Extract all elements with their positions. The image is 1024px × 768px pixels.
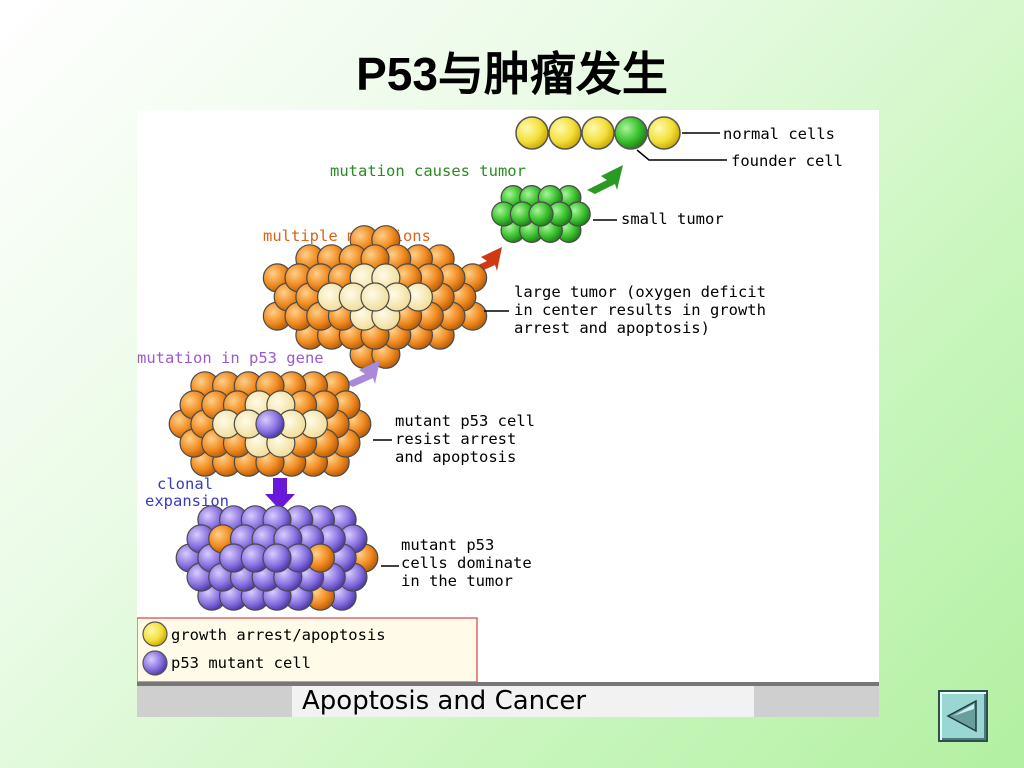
apoptosis-cancer-figure: normal cells founder cell mutation cause… bbox=[137, 110, 879, 717]
founder-cell bbox=[614, 116, 648, 150]
normal-cell bbox=[548, 116, 582, 150]
mutant-p53-cell bbox=[255, 409, 285, 439]
label-mutant-dominate-3: in the tumor bbox=[401, 572, 513, 590]
label-mutant-dominate-1: mutant p53 bbox=[401, 536, 494, 554]
label-mutant-dominate-2: cells dominate bbox=[401, 554, 532, 572]
large-tumor bbox=[262, 225, 488, 369]
label-mutation-causes-tumor: mutation causes tumor bbox=[330, 162, 526, 180]
figure-svg: normal cells founder cell mutation cause… bbox=[137, 116, 879, 717]
apoptotic-cell bbox=[360, 282, 390, 312]
label-mutant-resist-1: mutant p53 cell bbox=[395, 412, 535, 430]
small-tumor bbox=[491, 185, 591, 243]
label-normal-cells: normal cells bbox=[723, 125, 835, 143]
slide-title: P53与肿瘤发生 bbox=[356, 48, 668, 100]
label-large-tumor-2: in center results in growth bbox=[514, 301, 766, 319]
arrow-green-icon bbox=[587, 165, 623, 194]
tumor-cell bbox=[528, 201, 554, 227]
mutant-p53-tumor bbox=[168, 371, 372, 477]
label-mutant-resist-3: and apoptosis bbox=[395, 448, 516, 466]
arrow-lavender-icon bbox=[345, 360, 380, 387]
normal-cell bbox=[581, 116, 615, 150]
dominated-tumor bbox=[175, 505, 379, 611]
figure-caption: Apoptosis and Cancer bbox=[302, 686, 586, 716]
label-founder-cell: founder cell bbox=[731, 152, 843, 170]
label-clonal-1: clonal bbox=[157, 475, 213, 493]
label-multiple-mutations: multiple mutations bbox=[263, 227, 431, 245]
legend-p53-mutant: p53 mutant cell bbox=[171, 654, 311, 672]
legend-growth-arrest: growth arrest/apoptosis bbox=[171, 626, 386, 644]
mutant-p53-cell bbox=[262, 543, 292, 573]
arrow-purple-icon bbox=[265, 478, 295, 510]
label-large-tumor-3: arrest and apoptosis) bbox=[514, 319, 710, 337]
label-large-tumor-1: large tumor (oxygen deficit bbox=[514, 283, 766, 301]
label-mutation-p53-gene: mutation in p53 gene bbox=[137, 349, 324, 367]
normal-cell bbox=[647, 116, 681, 150]
label-small-tumor: small tumor bbox=[621, 210, 724, 228]
legend: growth arrest/apoptosis p53 mutant cell bbox=[137, 617, 478, 683]
back-button[interactable] bbox=[938, 690, 988, 742]
label-clonal-2: expansion bbox=[145, 492, 229, 510]
triangle-left-icon bbox=[946, 699, 977, 733]
legend-purple-cell-icon bbox=[142, 650, 168, 676]
normal-cell bbox=[515, 116, 549, 150]
legend-yellow-cell-icon bbox=[142, 621, 168, 647]
label-mutant-resist-2: resist arrest bbox=[395, 430, 516, 448]
normal-cells-row bbox=[515, 116, 681, 150]
